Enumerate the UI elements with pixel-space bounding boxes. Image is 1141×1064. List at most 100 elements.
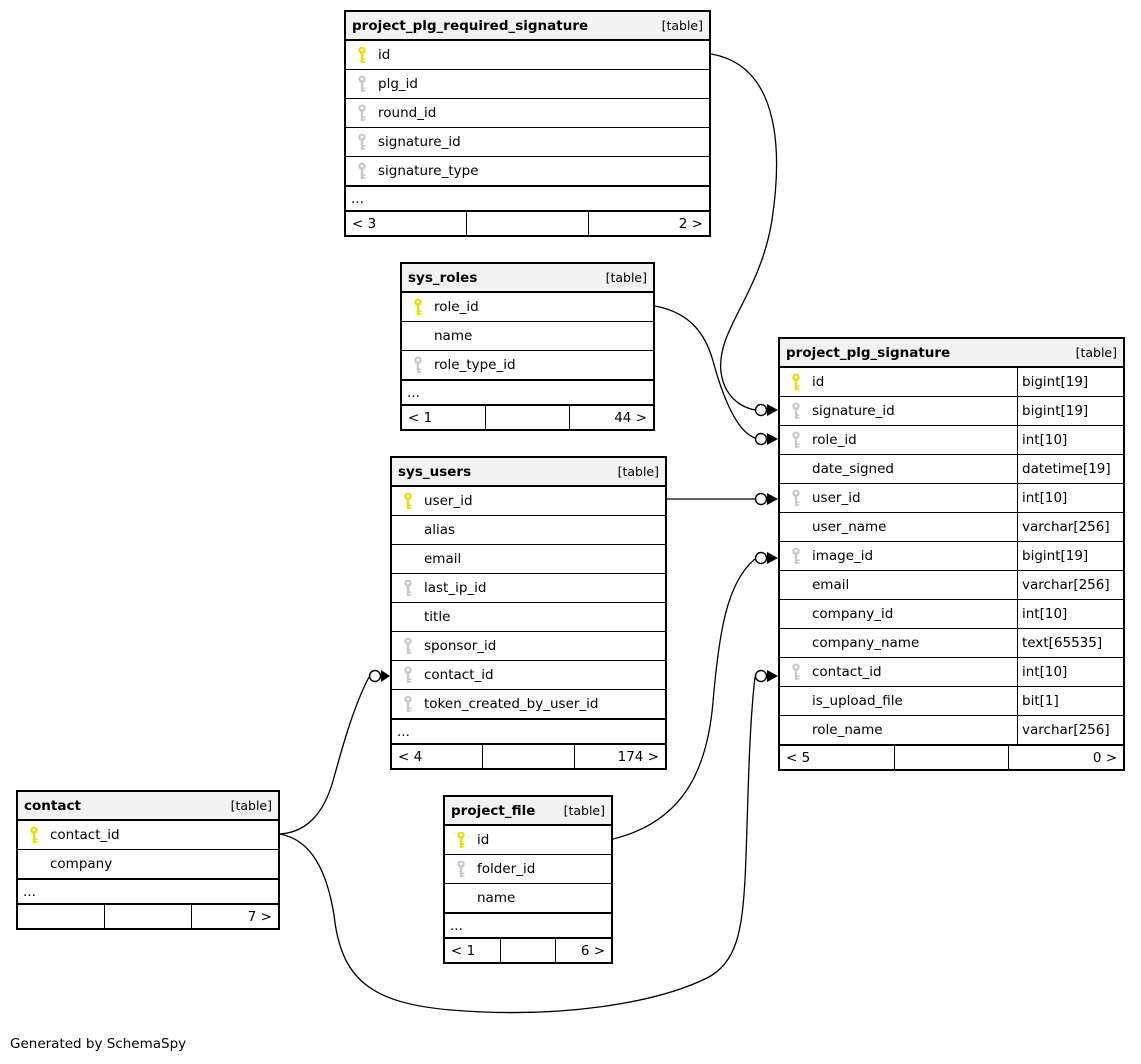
column-row-sponsor_id[interactable]: sponsor_id bbox=[392, 632, 665, 661]
table-header[interactable]: project_plg_signature[table] bbox=[780, 339, 1123, 368]
table-name: sys_roles bbox=[408, 269, 478, 286]
column-row-token_created_by_user_id[interactable]: token_created_by_user_id bbox=[392, 690, 665, 719]
column-row-plg_id[interactable]: plg_id bbox=[346, 70, 709, 99]
column-name: role_name bbox=[812, 722, 883, 738]
table-header[interactable]: contact[table] bbox=[18, 792, 278, 821]
column-name: contact_id bbox=[812, 664, 882, 680]
column-row-last_ip_id[interactable]: last_ip_id bbox=[392, 574, 665, 603]
footer-children-count[interactable]: 0 > bbox=[1092, 749, 1118, 766]
fk-key-icon bbox=[392, 637, 424, 655]
column-row-id[interactable]: id bbox=[346, 41, 709, 70]
fk-key-icon bbox=[346, 75, 378, 93]
column-name: company_id bbox=[812, 606, 894, 622]
table-footer: < 5 0 > bbox=[780, 745, 1123, 769]
column-type: text[65535] bbox=[1017, 629, 1123, 657]
table-footer: < 1 6 > bbox=[445, 938, 611, 962]
column-name: email bbox=[812, 577, 850, 593]
footer-children-count[interactable]: 6 > bbox=[580, 942, 606, 959]
column-row-alias[interactable]: alias bbox=[392, 516, 665, 545]
footer-children-count[interactable]: 7 > bbox=[247, 908, 272, 925]
column-name: token_created_by_user_id bbox=[424, 696, 599, 712]
footer-parents-count[interactable]: < 4 bbox=[392, 745, 484, 768]
table-footer: < 1 44 > bbox=[402, 405, 653, 429]
footer-parents-count[interactable]: < 3 bbox=[346, 212, 468, 235]
column-type: int[10] bbox=[1017, 484, 1123, 512]
column-name: alias bbox=[424, 522, 456, 538]
column-name: date_signed bbox=[812, 461, 894, 477]
fk-key-icon bbox=[780, 431, 812, 449]
column-row-company_name[interactable]: company_name text[65535] bbox=[780, 629, 1123, 658]
column-row-name[interactable]: name bbox=[402, 322, 653, 351]
column-row-id[interactable]: id bbox=[445, 826, 611, 855]
footer-parents-count[interactable]: < 1 bbox=[402, 406, 486, 429]
footer-parents-count[interactable]: < 1 bbox=[445, 939, 501, 962]
footer-children-count[interactable]: 2 > bbox=[678, 215, 703, 232]
column-row-user_id[interactable]: user_id bbox=[392, 487, 665, 516]
column-name: user_id bbox=[424, 493, 473, 509]
table-header[interactable]: sys_roles [table] bbox=[402, 264, 653, 293]
column-name: signature_id bbox=[812, 403, 895, 419]
column-type: int[10] bbox=[1017, 600, 1123, 628]
table-header[interactable]: project_plg_required_signature[table] bbox=[346, 12, 709, 41]
column-name: role_type_id bbox=[434, 357, 516, 373]
edge-contact-to-sys-users-contact-id bbox=[279, 676, 370, 835]
column-row-role_type_id[interactable]: role_type_id bbox=[402, 351, 653, 380]
column-row-signature_id[interactable]: signature_id bbox=[346, 128, 709, 157]
column-row-name[interactable]: name bbox=[445, 884, 611, 913]
pk-key-icon bbox=[445, 831, 477, 849]
column-row-email[interactable]: email bbox=[392, 545, 665, 574]
table-header[interactable]: sys_users[table] bbox=[392, 458, 665, 487]
column-row-user_id[interactable]: user_id int[10] bbox=[780, 484, 1123, 513]
footer-children-count[interactable]: 174 > bbox=[617, 748, 659, 765]
table-badge: [table] bbox=[563, 803, 605, 818]
column-name: is_upload_file bbox=[812, 693, 903, 709]
column-row-company[interactable]: company bbox=[18, 850, 278, 879]
column-row-contact_id[interactable]: contact_id bbox=[392, 661, 665, 690]
column-name: name bbox=[477, 890, 516, 906]
fk-key-icon bbox=[392, 695, 424, 713]
fk-key-icon bbox=[780, 489, 812, 507]
column-name: sponsor_id bbox=[424, 638, 497, 654]
column-row-round_id[interactable]: round_id bbox=[346, 99, 709, 128]
footer-children-count[interactable]: 44 > bbox=[614, 409, 647, 426]
column-name: id bbox=[378, 47, 391, 63]
column-row-company_id[interactable]: company_id int[10] bbox=[780, 600, 1123, 629]
column-name: email bbox=[424, 551, 462, 567]
column-row-title[interactable]: title bbox=[392, 603, 665, 632]
table-project_plg_required_signature[interactable]: project_plg_required_signature[table]id p… bbox=[344, 10, 711, 237]
column-row-folder_id[interactable]: folder_id bbox=[445, 855, 611, 884]
column-name: user_id bbox=[812, 490, 861, 506]
column-row-contact_id[interactable]: contact_id bbox=[18, 821, 278, 850]
ellipsis-row: ... bbox=[402, 380, 653, 405]
column-row-role_id[interactable]: role_id bbox=[402, 293, 653, 322]
table-header[interactable]: project_file[table] bbox=[445, 797, 611, 826]
column-row-signature_type[interactable]: signature_type bbox=[346, 157, 709, 186]
column-name: title bbox=[424, 609, 451, 625]
column-type: varchar[256] bbox=[1017, 513, 1123, 541]
footer-middle-cell bbox=[895, 746, 1010, 769]
footer-middle-cell bbox=[467, 212, 589, 235]
footer-parents-count[interactable]: < 5 bbox=[780, 746, 895, 769]
table-badge: [table] bbox=[605, 270, 647, 285]
column-name: name bbox=[434, 328, 473, 344]
footer-parents-count[interactable] bbox=[18, 905, 105, 928]
fk-key-icon bbox=[392, 666, 424, 684]
fk-key-icon bbox=[392, 579, 424, 597]
column-name: company_name bbox=[812, 635, 920, 651]
